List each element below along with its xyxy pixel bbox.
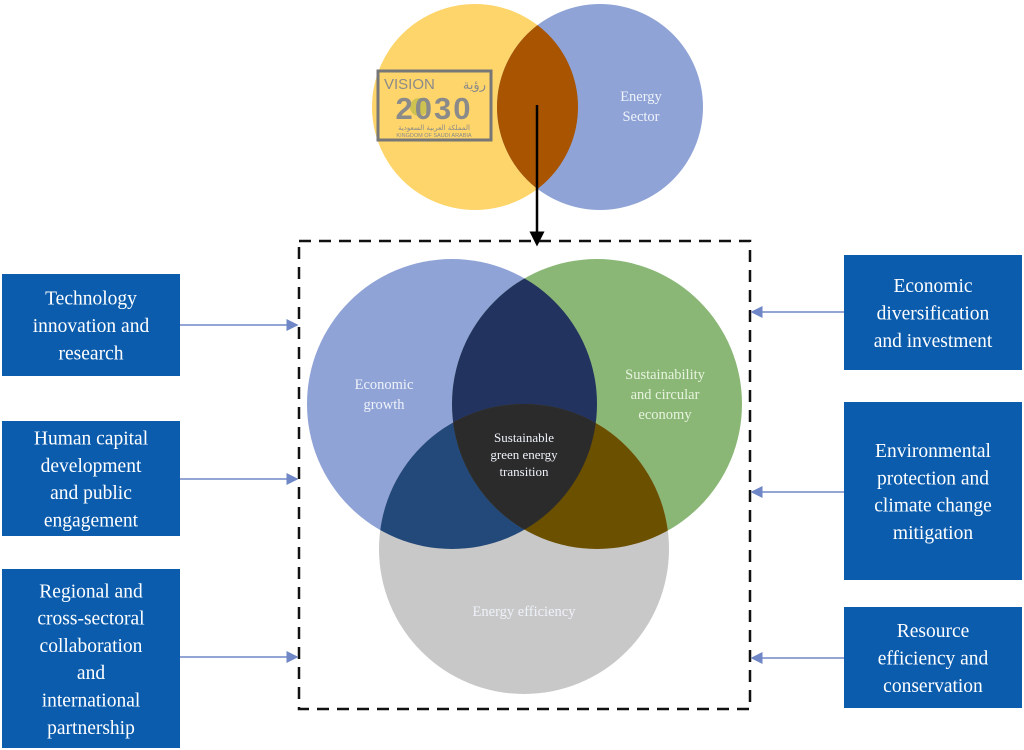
right-factor-box-3: Resource efficiency and conservation	[750, 607, 1022, 708]
left-factor-box-3: Regional and cross-sectoral collaboration a…	[2, 569, 299, 748]
label-line: green energy	[490, 447, 558, 462]
label-line: diversification	[877, 304, 990, 325]
sustainability-efficiency-overlap	[452, 404, 669, 549]
factor-label: Technology innovation and research	[33, 289, 150, 365]
factor-box-background	[844, 255, 1022, 370]
label-line: Sector	[622, 109, 659, 125]
label-line: and investment	[874, 331, 993, 352]
factor-box-background	[2, 274, 180, 376]
label-line: innovation and	[33, 316, 150, 337]
economic-growth-label: Economic growth	[355, 377, 414, 413]
label-line: cross-sectoral	[37, 609, 145, 630]
vision-energy-overlap	[497, 4, 578, 210]
label-line: international	[42, 690, 141, 711]
label-line: Environmental	[875, 441, 991, 462]
label-line: transition	[499, 464, 549, 479]
label-line: Sustainable	[494, 430, 554, 445]
factor-box-background	[2, 421, 180, 536]
left-factor-box-1: Technology innovation and research	[2, 274, 299, 376]
center-label: Sustainable green energy transition	[490, 430, 558, 479]
factor-box-background	[844, 402, 1022, 580]
label-line: development	[41, 456, 142, 477]
factor-box-background	[844, 607, 1022, 708]
factor-box-background	[2, 569, 180, 748]
label-line: research	[59, 343, 124, 364]
label-line: and	[77, 663, 105, 684]
left-factor-box-2: Human capital development and public engage…	[2, 421, 299, 536]
label-line: Sustainability	[625, 367, 706, 383]
label-line: Energy efficiency	[473, 604, 577, 620]
logo-year-text: 2030	[396, 91, 473, 126]
right-factor-box-2: Environmental protection and climate chang…	[750, 402, 1022, 580]
label-line: collaboration	[40, 636, 143, 657]
label-line: Economic	[893, 276, 972, 297]
label-line: partnership	[47, 718, 135, 739]
vision-energy-venn: VISION رؤية 2030 المملكة العربية السعودي…	[372, 4, 703, 247]
label-line: conservation	[883, 676, 983, 697]
logo-arabic-subtitle: المملكة العربية السعودية	[398, 124, 470, 132]
label-line: Technology	[45, 289, 137, 310]
label-line: Human capital	[34, 429, 149, 450]
factor-label: Human capital development and public engage…	[34, 429, 149, 532]
label-line: protection and	[877, 468, 989, 489]
label-line: engagement	[44, 510, 139, 531]
logo-vision-text: VISION	[384, 76, 435, 93]
label-line: Regional and	[39, 581, 143, 602]
label-line: efficiency and	[878, 649, 989, 670]
energy-efficiency-label: Energy efficiency	[473, 604, 577, 620]
factor-label: Environmental protection and climate chang…	[874, 441, 991, 544]
sustainability-label: Sustainability and circular economy	[625, 367, 706, 423]
factor-label: Regional and cross-sectoral collaboration a…	[37, 581, 145, 739]
dashed-frame	[297, 239, 752, 711]
factor-label: Resource efficiency and conservation	[878, 621, 989, 697]
logo-emblem-icon	[410, 98, 428, 116]
label-line: economy	[638, 407, 692, 423]
label-line: climate change	[874, 496, 991, 517]
label-line: mitigation	[893, 523, 973, 544]
main-venn: Economic growth Sustainability and circula…	[307, 259, 742, 694]
logo-arabic-text: رؤية	[463, 78, 486, 93]
label-line: growth	[363, 397, 405, 413]
right-factor-box-1: Economic diversification and investment	[750, 255, 1022, 370]
vision-2030-logo: VISION رؤية 2030 المملكة العربية السعودي…	[376, 69, 493, 142]
logo-latin-subtitle: KINGDOM OF SAUDI ARABIA	[396, 133, 472, 139]
label-line: and circular	[631, 387, 700, 403]
label-line: Resource	[897, 621, 970, 642]
label-line: Economic	[355, 377, 414, 393]
label-line: Energy	[620, 89, 662, 105]
label-line: and public	[50, 483, 132, 504]
factor-label: Economic diversification and investment	[874, 276, 993, 352]
